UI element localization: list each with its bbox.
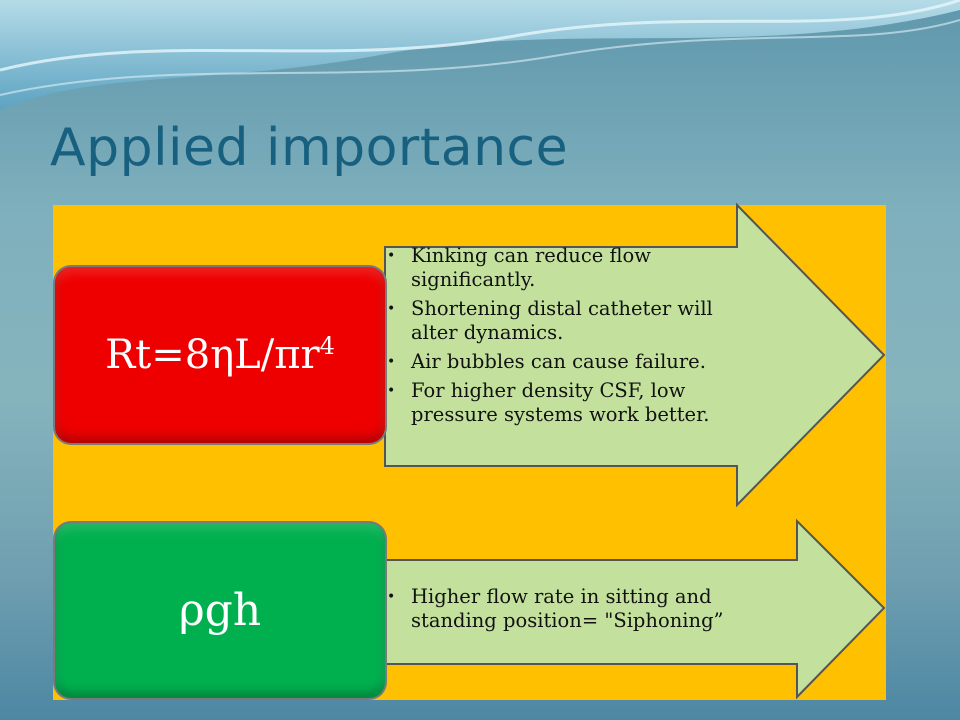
- bullet-item: For higher density CSF, low pressure sys…: [385, 379, 745, 427]
- decorative-wave-band: [0, 0, 960, 110]
- bullet-item: Kinking can reduce flow significantly.: [385, 244, 745, 292]
- formula-hydrostatic-text: ρgh: [178, 585, 262, 636]
- formula-box-resistance: Rt=8ηL/πr4: [55, 267, 385, 443]
- bullet-item: Higher flow rate in sitting and standing…: [385, 585, 785, 633]
- bullet-item: Air bubbles can cause failure.: [385, 350, 745, 374]
- bullet-list-hydrostatic: Higher flow rate in sitting and standing…: [385, 585, 785, 638]
- formula-resistance-text: Rt=8ηL/πr4: [105, 332, 335, 378]
- slide-title: Applied importance: [50, 118, 569, 178]
- formula-box-hydrostatic: ρgh: [55, 523, 385, 698]
- bullet-item: Shortening distal catheter will alter dy…: [385, 297, 745, 345]
- bullet-list-resistance: Kinking can reduce flow significantly. S…: [385, 244, 745, 432]
